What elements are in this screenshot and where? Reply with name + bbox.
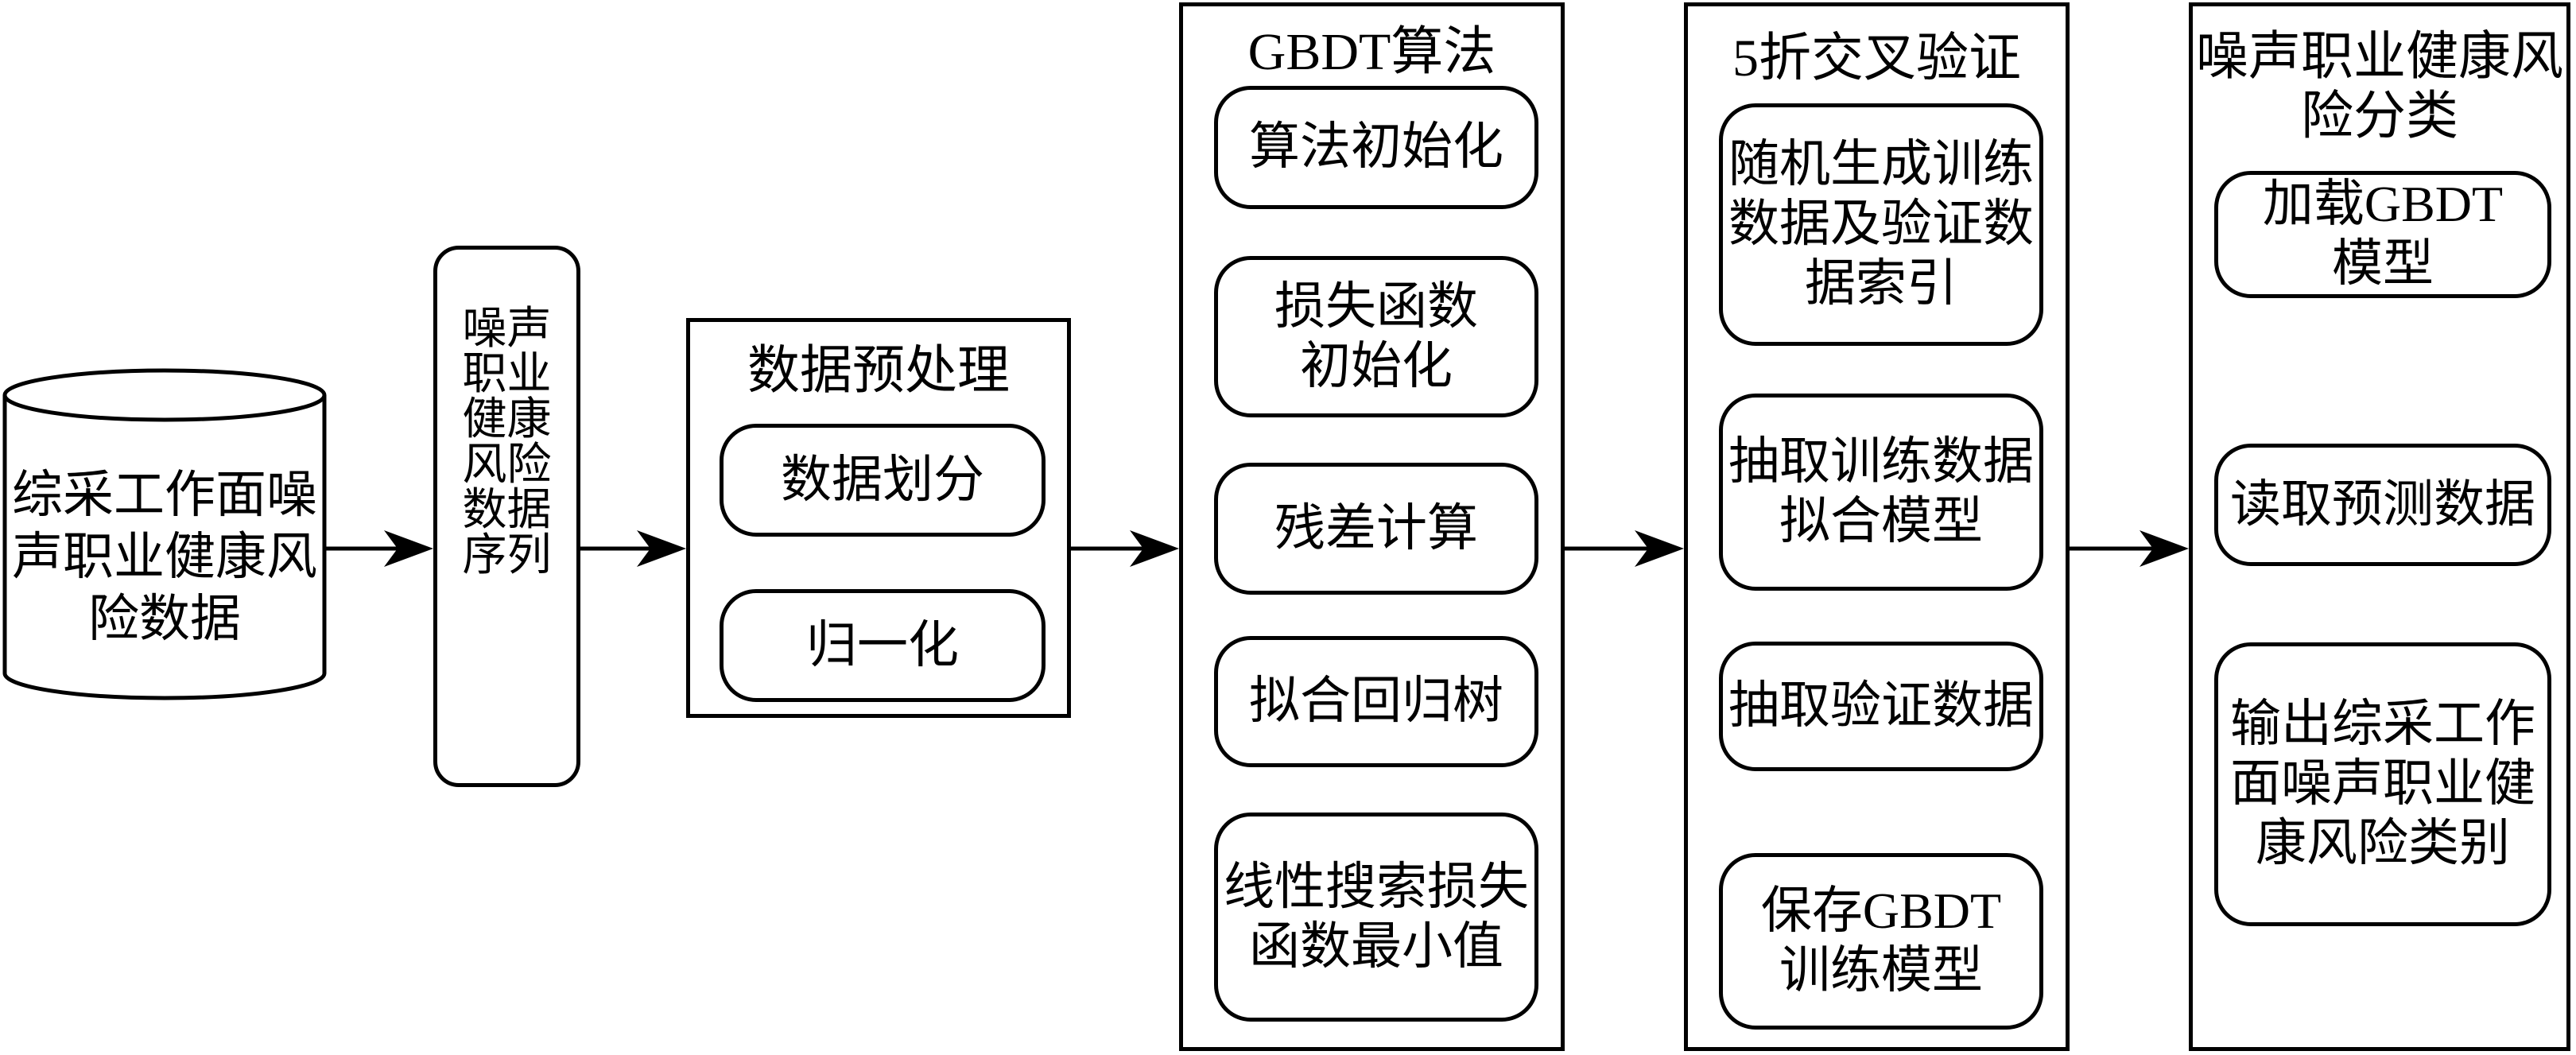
preprocess-step-normalization: 归一化 xyxy=(720,589,1046,702)
database-cylinder-shape xyxy=(2,368,327,700)
arrow-gbdt-to-crossvalidation xyxy=(1565,530,1684,567)
cv-step-generate-indices: 随机生成训练 数据及验证数 据索引 xyxy=(1719,103,2043,346)
database-label: 综采工作面噪 声职业健康风 险数据 xyxy=(12,467,317,647)
gbdt-title: GBDT算法 xyxy=(1247,23,1496,81)
cls-step-output-risk: 输出综采工作 面噪声职业健 康风险类别 xyxy=(2214,642,2551,926)
gbdt-step-fit-tree: 拟合回归树 xyxy=(1214,636,1538,767)
cv-step-save-model: 保存GBDT 训练模型 xyxy=(1719,853,2043,1030)
preprocess-step-data-split: 数据划分 xyxy=(720,424,1046,537)
gbdt-group: GBDT算法 算法初始化 损失函数 初始化 残差计算 拟合回归树 线性搜索损失 … xyxy=(1179,2,1565,1051)
arrow-crossvalidation-to-classification xyxy=(2070,530,2189,567)
arrow-sequence-to-preprocess xyxy=(580,530,686,567)
cv-step-extract-validation: 抽取验证数据 xyxy=(1719,642,2043,771)
cls-step-load-model: 加载GBDT 模型 xyxy=(2214,171,2551,298)
sequence-label: 噪声 职业 健康 风险 数据 序列 xyxy=(462,304,552,580)
arrow-database-to-sequence xyxy=(324,530,433,567)
gbdt-step-init: 算法初始化 xyxy=(1214,86,1538,209)
preprocess-title: 数据预处理 xyxy=(747,342,1010,400)
cross-validation-group: 5折交叉验证 随机生成训练 数据及验证数 据索引 抽取训练数据 拟合模型 抽取验… xyxy=(1684,2,2070,1051)
cross-validation-title: 5折交叉验证 xyxy=(1732,29,2021,87)
gbdt-step-loss-init: 损失函数 初始化 xyxy=(1214,256,1538,417)
database-node: 综采工作面噪 声职业健康风 险数据 xyxy=(2,367,328,701)
sequence-node: 噪声 职业 健康 风险 数据 序列 xyxy=(433,246,580,787)
cls-step-read-data: 读取预测数据 xyxy=(2214,444,2551,566)
gbdt-step-residual: 残差计算 xyxy=(1214,463,1538,595)
preprocess-group: 数据预处理 数据划分 归一化 xyxy=(686,318,1071,718)
classification-title: 噪声职业健康风 险分类 xyxy=(2196,28,2563,146)
arrow-preprocess-to-gbdt xyxy=(1071,530,1179,567)
cv-step-fit-training: 抽取训练数据 拟合模型 xyxy=(1719,394,2043,591)
classification-group: 噪声职业健康风 险分类 加载GBDT 模型 读取预测数据 输出综采工作 面噪声职… xyxy=(2189,2,2570,1051)
gbdt-step-line-search: 线性搜索损失 函数最小值 xyxy=(1214,813,1538,1022)
